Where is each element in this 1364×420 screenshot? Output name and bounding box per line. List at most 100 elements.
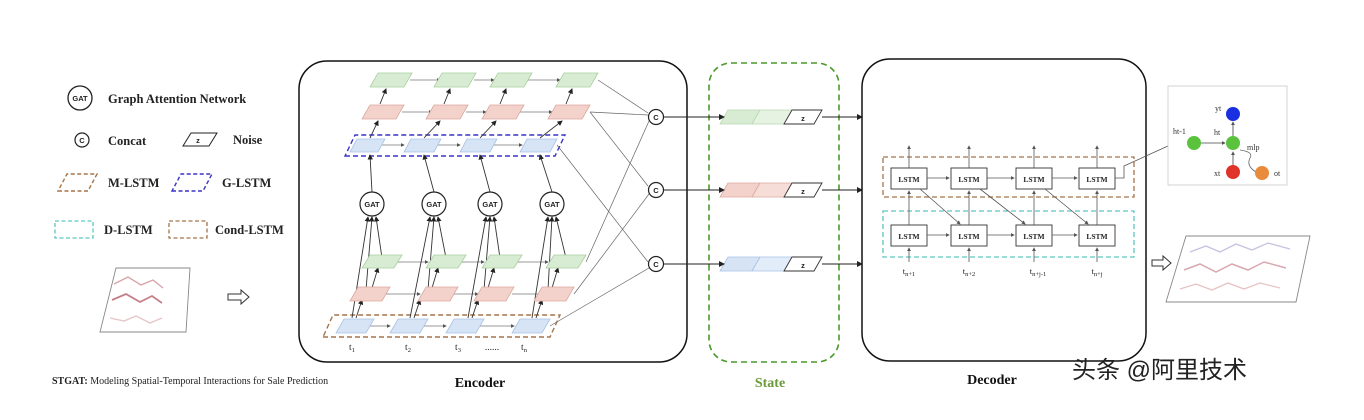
svg-text:GAT: GAT: [426, 200, 442, 209]
g-lstm-label: G-LSTM: [222, 176, 272, 190]
d-lstm-icon: [54, 220, 94, 239]
time-label-t2: t2: [405, 343, 411, 354]
m-lstm-label: M-LSTM: [108, 176, 160, 190]
svg-text:LSTM: LSTM: [898, 175, 919, 184]
concat-node-1: C: [647, 108, 665, 126]
svg-text:C: C: [653, 186, 659, 195]
decoder-title: Decoder: [967, 373, 1017, 388]
encoder-time-labels: t1 t2 t3 ...... tn: [349, 343, 528, 354]
state-row-3: z: [719, 256, 823, 272]
cell-node-ht: [1226, 136, 1240, 150]
g-lstm-icon: [170, 173, 214, 192]
encoder-blue-row-bottom: [335, 318, 551, 334]
decoder-frame: [861, 58, 1147, 362]
decoder-time-2: tn+2: [963, 266, 976, 278]
svg-text:GAT: GAT: [482, 200, 498, 209]
output-sales-thumbnail: [1165, 235, 1311, 303]
right-arrow-icon: [1151, 254, 1172, 272]
concat-legend-label: Concat: [108, 134, 147, 148]
noise-legend-label: Noise: [233, 133, 263, 147]
cell-node-ht1: [1187, 136, 1201, 150]
concat-node-2: C: [647, 181, 665, 199]
noise-label-3: z: [801, 261, 805, 270]
state-block: State z z z: [664, 62, 863, 391]
svg-text:LSTM: LSTM: [958, 175, 979, 184]
encoder-gat-nodes: GAT GAT GAT GAT: [359, 191, 565, 217]
decoder-block: Decoder LSTM LSTM LSTM LSTM LSTM LSTM LS…: [861, 58, 1169, 388]
encoder-red-row-top: [361, 104, 591, 120]
legend-noise: z Noise: [182, 132, 263, 147]
svg-text:C: C: [653, 260, 659, 269]
noise-label-2: z: [801, 187, 805, 196]
noise-symbol: z: [196, 136, 200, 145]
decoder-time-3: tn+j-1: [1030, 266, 1047, 278]
time-label-tn: tn: [521, 343, 528, 354]
concat-node-icon: [74, 132, 90, 148]
state-row-1: z: [719, 109, 823, 125]
state-row-2: z: [719, 182, 823, 198]
gat-node-4: GAT: [539, 191, 565, 217]
d-lstm-label: D-LSTM: [104, 223, 153, 237]
gat-node-icon: [67, 85, 93, 111]
decoder-time-1: tn+1: [903, 266, 916, 278]
gat-symbol: GAT: [72, 94, 88, 103]
cell-label-mlp: mlp: [1247, 143, 1259, 152]
legend-concat: C Concat: [74, 132, 147, 148]
legend-gat: GAT Graph Attention Network: [67, 85, 246, 111]
encoder-title: Encoder: [455, 376, 506, 391]
cell-label-xt: xt: [1214, 169, 1221, 178]
svg-text:LSTM: LSTM: [898, 232, 919, 241]
svg-text:LSTM: LSTM: [1023, 175, 1044, 184]
legend-d-lstm: D-LSTM: [54, 220, 153, 239]
time-label-t3: t3: [455, 343, 461, 354]
noise-label-1: z: [801, 114, 805, 123]
concat-symbol: C: [79, 136, 85, 145]
cond-lstm-group: [882, 156, 1135, 198]
encoder-chain-lines: [370, 78, 561, 328]
cell-label-yt: yt: [1215, 104, 1222, 113]
encoder-green-row-bottom: [361, 254, 587, 269]
svg-text:C: C: [653, 113, 659, 122]
time-label-dots: ......: [485, 343, 499, 353]
decoder-arrows: [907, 145, 1169, 262]
svg-text:LSTM: LSTM: [1086, 175, 1107, 184]
svg-text:GAT: GAT: [364, 200, 380, 209]
cell-label-ht1: ht-1: [1173, 127, 1186, 136]
watermark-text: 头条 @阿里技术: [1072, 357, 1247, 384]
encoder-block: Encoder: [298, 60, 688, 391]
d-lstm-group: [882, 210, 1135, 258]
encoder-blue-row-top: [349, 138, 558, 153]
legend-g-lstm: G-LSTM: [170, 173, 272, 192]
cell-detail-panel: yt ht ht-1 mlp xt ot: [1167, 85, 1288, 186]
encoder-concat-nodes: C C C: [647, 108, 665, 273]
svg-text:LSTM: LSTM: [1023, 232, 1044, 241]
left-right-arrow-icon: [227, 288, 250, 306]
legend-cond-lstm: Cond-LSTM: [168, 220, 284, 239]
encoder-green-row-top: [369, 72, 599, 88]
m-lstm-group: [321, 314, 562, 338]
noise-icon: [182, 132, 218, 147]
gat-node-1: GAT: [359, 191, 385, 217]
state-arrows: [664, 114, 863, 267]
concat-node-3: C: [647, 255, 665, 273]
state-frame: [708, 62, 840, 363]
decoder-time-labels: tn+1 tn+2 tn+j-1 tn+j: [903, 266, 1103, 278]
decoder-time-4: tn+j: [1091, 266, 1102, 278]
concat-input-lines: [549, 79, 650, 327]
cell-label-ht: ht: [1214, 128, 1221, 137]
gat-legend-label: Graph Attention Network: [108, 92, 246, 106]
decoder-lstm-bottom-row: LSTM LSTM LSTM LSTM: [890, 224, 1116, 247]
legend: GAT Graph Attention Network C Concat z N…: [54, 85, 284, 239]
gat-node-3: GAT: [477, 191, 503, 217]
cell-node-yt: [1226, 107, 1240, 121]
cond-lstm-icon: [168, 220, 208, 239]
cond-lstm-label: Cond-LSTM: [215, 223, 284, 237]
state-title: State: [755, 376, 785, 391]
figure-caption: STGAT: Modeling Spatial-Temporal Interac…: [52, 376, 328, 387]
cell-label-ot: ot: [1274, 169, 1281, 178]
legend-m-lstm: M-LSTM: [56, 173, 160, 192]
encoder-red-row-bottom: [349, 286, 575, 302]
m-lstm-icon: [56, 173, 99, 192]
caption-rest: Modeling Spatial-Temporal Interactions f…: [88, 376, 328, 387]
gat-node-2: GAT: [421, 191, 447, 217]
